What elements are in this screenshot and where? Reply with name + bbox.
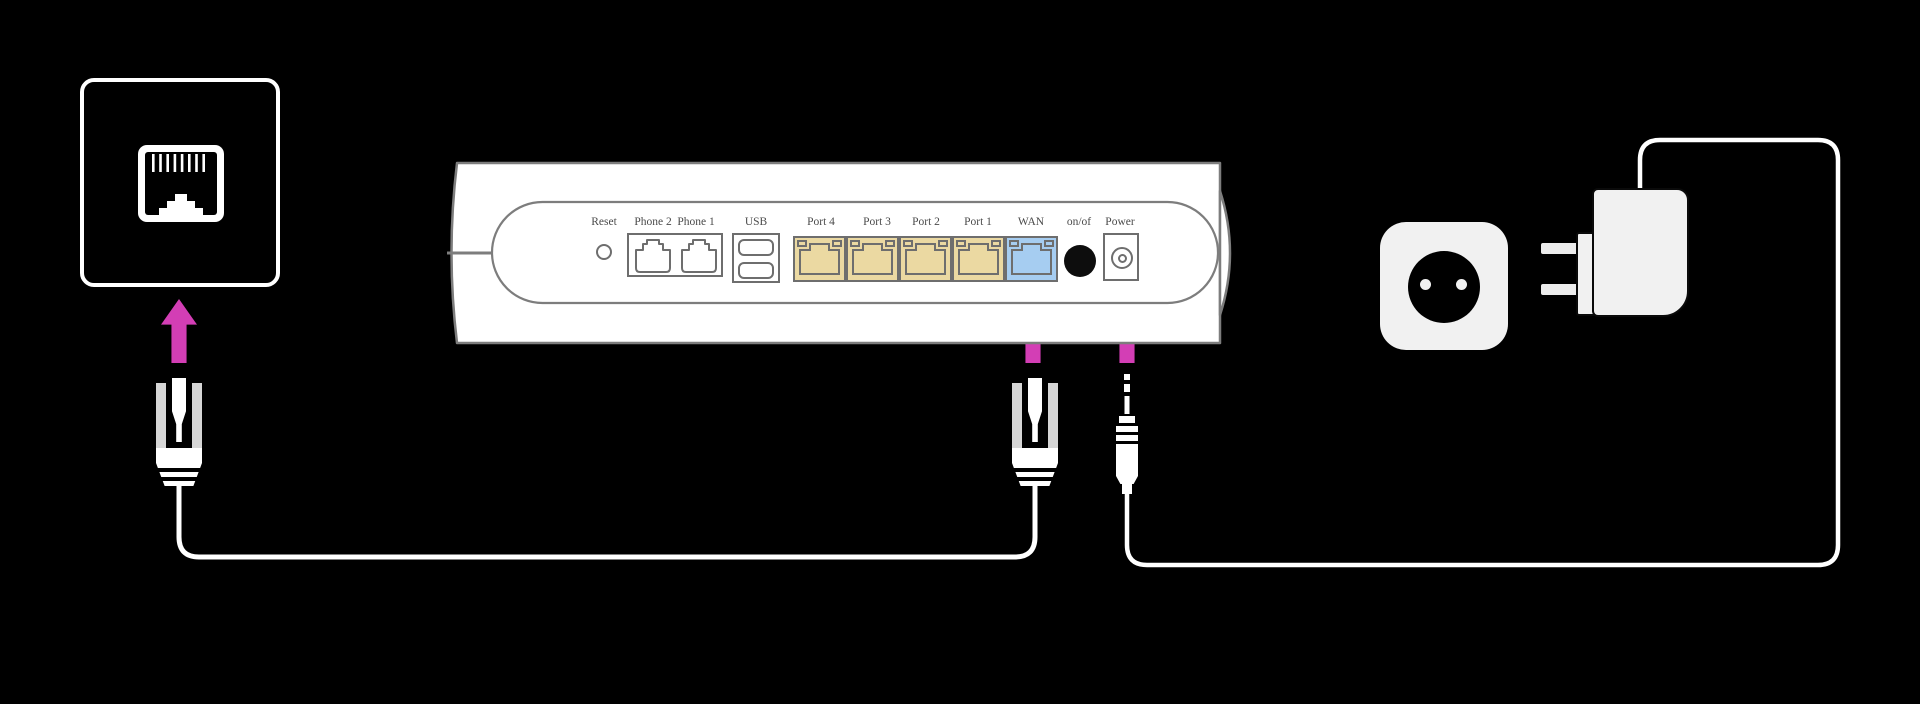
dc-plug-ring [1116, 435, 1138, 441]
plug-boot [156, 463, 202, 490]
power-jack [1103, 233, 1139, 281]
port4-label: Port 4 [807, 216, 835, 228]
router-side-flap [1218, 189, 1232, 317]
plug-rail [1012, 383, 1022, 449]
dc-plug-neck [1122, 484, 1132, 494]
rj45-socket-icon [797, 240, 842, 275]
phone-ports-block [627, 233, 723, 277]
port2-label: Port 2 [912, 216, 940, 228]
port3-label: Port 3 [863, 216, 891, 228]
onoff-label: on/of [1066, 216, 1092, 228]
onoff-button [1064, 245, 1096, 277]
plug-collar [156, 448, 202, 463]
outlet-recess [1408, 251, 1480, 323]
dc-plug-shaft [1124, 396, 1130, 414]
dc-plug-ring [1116, 426, 1138, 432]
plug-clip [1028, 378, 1042, 442]
usb-port-icon [738, 262, 774, 279]
usb-port-icon [738, 239, 774, 256]
port-cell-port3 [846, 236, 899, 282]
dc-plug-barrel [1116, 444, 1138, 484]
rj45-socket-icon [850, 240, 895, 275]
dc-plug-collar [1119, 416, 1135, 423]
power-label: Power [1105, 216, 1135, 228]
usb-label: USB [744, 216, 768, 228]
power-adapter [1592, 188, 1689, 317]
wall-ethernet-outlet [80, 78, 280, 287]
dc-plug-tip [1124, 384, 1130, 392]
rj45-wall-jack-icon [138, 145, 224, 222]
reset-button [596, 244, 612, 260]
dc-plug-tip [1124, 374, 1130, 380]
adapter-prong-top [1541, 243, 1578, 254]
port1-label: Port 1 [964, 216, 992, 228]
rj45-socket-icon [903, 240, 948, 275]
usb-ports-block [732, 233, 780, 283]
power-jack-pin [1117, 253, 1127, 263]
power-jack-ring [1111, 247, 1133, 269]
port-cell-port4 [793, 236, 846, 282]
plug-rail [1048, 383, 1058, 449]
plug-rail [192, 383, 202, 449]
rj45-socket-icon [1009, 240, 1054, 275]
phone1-label: Phone 1 [677, 216, 715, 228]
rj11-jack-icon-phone1 [681, 239, 717, 273]
plug-boot [1012, 463, 1058, 490]
rj45-plug-wan-end [1012, 378, 1058, 490]
plug-clip [172, 378, 186, 442]
outlet-pin-hole [1456, 279, 1467, 290]
port-cell-port2 [899, 236, 952, 282]
port-cell-wan [1005, 236, 1058, 282]
wan-label: WAN [1017, 216, 1045, 228]
adapter-prong-bottom [1541, 284, 1578, 295]
rj11-jack-icon-phone2 [635, 239, 671, 273]
outlet-pin-hole [1420, 279, 1431, 290]
plug-collar [1012, 448, 1058, 463]
reset-label: Reset [591, 216, 617, 228]
plug-rail [156, 383, 166, 449]
port-cell-port1 [952, 236, 1005, 282]
dc-power-plug [1115, 372, 1139, 494]
phone2-label: Phone 2 [634, 216, 672, 228]
power-cable [1124, 137, 1841, 568]
rj45-plug-wall-end [156, 378, 202, 490]
rj45-socket-icon [956, 240, 1001, 275]
ethernet-cable [176, 483, 1038, 560]
wall-power-outlet [1380, 222, 1508, 350]
